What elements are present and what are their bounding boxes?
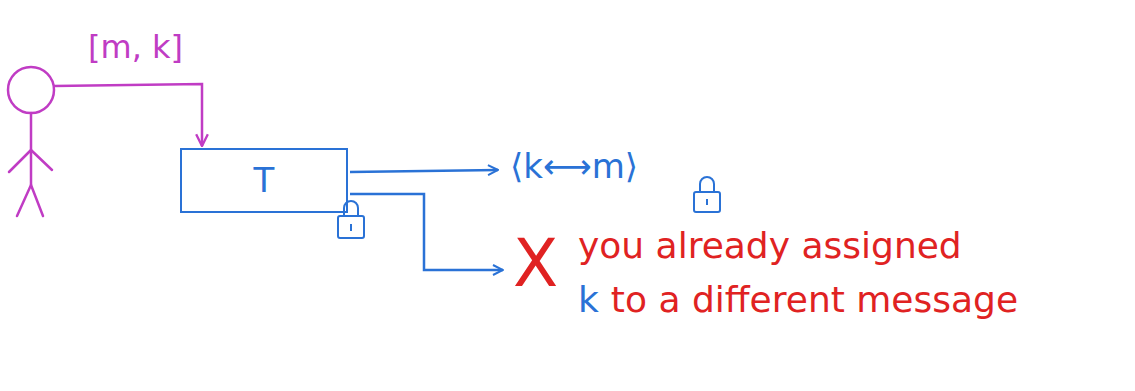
- lock-body: [338, 216, 364, 238]
- figure-arms: [9, 150, 52, 172]
- mapping-text: ⟨k⟷m⟩: [510, 148, 638, 185]
- message-key-pair: [m, k]: [88, 30, 183, 65]
- output-arrow: [350, 170, 498, 172]
- figure-head: [8, 67, 54, 113]
- figure-legs: [17, 185, 43, 216]
- stick-figure: [8, 67, 54, 216]
- box-label: T: [254, 162, 275, 199]
- lock-keyhole: [706, 199, 708, 205]
- lock-icon: [338, 201, 364, 238]
- process-box: T: [180, 148, 348, 213]
- request-wire: [54, 84, 202, 146]
- lock-body: [694, 192, 720, 212]
- lock-icon: [694, 177, 720, 212]
- error-note: to a different message: [611, 280, 1018, 320]
- output-arrow: [350, 194, 503, 270]
- lock-keyhole: [350, 224, 352, 231]
- lock-shackle: [700, 177, 714, 192]
- reject-mark: X: [513, 228, 558, 301]
- error-note: you already assigned: [578, 226, 962, 266]
- key-symbol: k: [578, 280, 599, 320]
